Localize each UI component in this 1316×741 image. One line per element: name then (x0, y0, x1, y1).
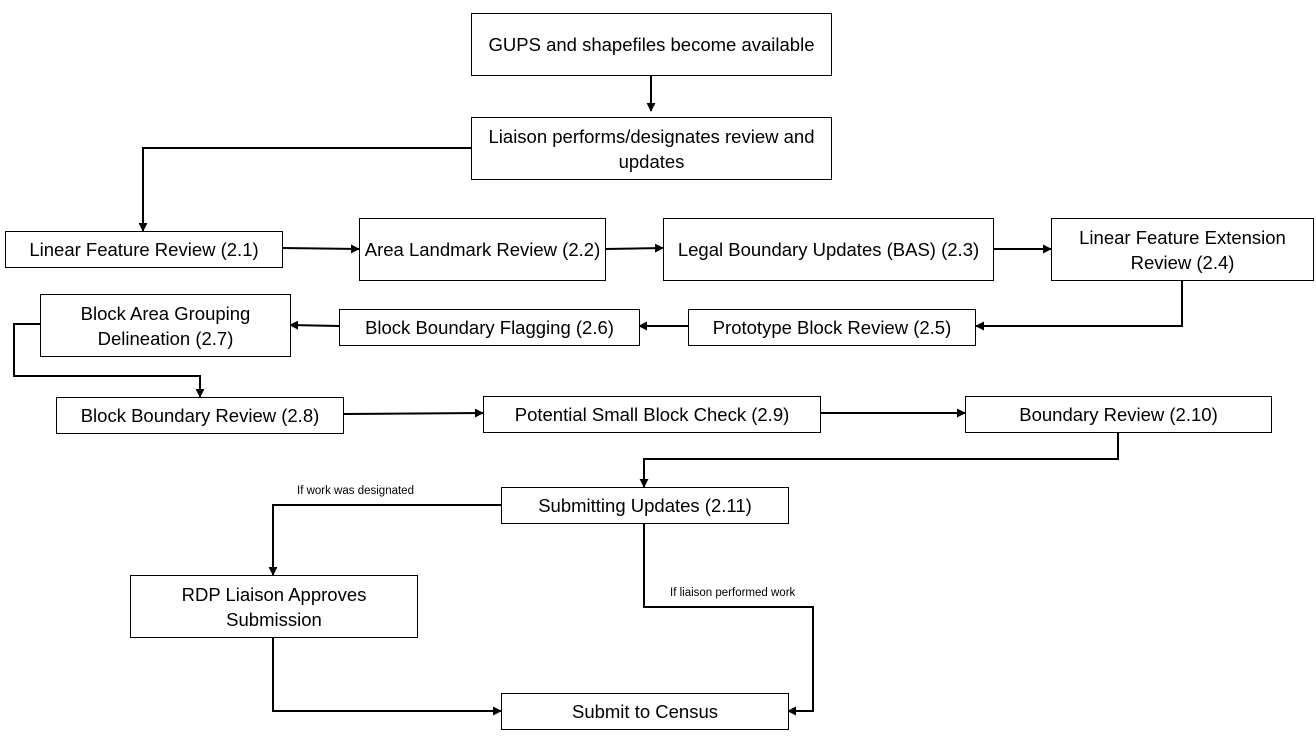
node-block-boundary-review: Block Boundary Review (2.8) (56, 397, 344, 434)
node-prototype-block-review: Prototype Block Review (2.5) (688, 309, 976, 346)
edge-2-11-to-rdp (268, 504, 501, 576)
node-submit-to-census: Submit to Census (501, 693, 789, 730)
edge-2-2-to-2-3 (604, 243, 664, 253)
node-linear-feature-review: Linear Feature Review (2.1) (5, 231, 283, 268)
node-legal-boundary-updates: Legal Boundary Updates (BAS) (2.3) (663, 218, 994, 281)
node-area-landmark-review: Area Landmark Review (2.2) (359, 218, 606, 281)
edge-2-11-to-census (643, 523, 814, 716)
edge-2-4-to-2-5 (975, 280, 1183, 331)
edge-2-7-to-2-8 (13, 323, 205, 398)
edge-2-1-to-2-2 (281, 244, 360, 254)
node-submitting-updates: Submitting Updates (2.11) (501, 487, 789, 524)
node-gups-available: GUPS and shapefiles become available (471, 13, 832, 76)
node-linear-feature-extension-review: Linear Feature Extension Review (2.4) (1051, 218, 1314, 281)
edge-2-10-to-2-11 (639, 432, 1119, 488)
node-potential-small-block-check: Potential Small Block Check (2.9) (483, 396, 821, 433)
edge-rdp-to-census (272, 637, 502, 716)
node-liaison-review: Liaison performs/designates review and u… (471, 117, 832, 180)
edge-2-8-to-2-9 (342, 408, 484, 418)
node-block-area-grouping-delineation: Block Area Grouping Delineation (2.7) (40, 294, 291, 357)
edge-liaison-to-2-1 (138, 147, 471, 232)
node-boundary-review: Boundary Review (2.10) (965, 396, 1272, 433)
node-block-boundary-flagging: Block Boundary Flagging (2.6) (339, 309, 640, 346)
edge-label-liaison-performed: If liaison performed work (670, 587, 796, 599)
node-rdp-liaison-approves: RDP Liaison Approves Submission (130, 575, 418, 638)
edge-label-work-designated: If work was designated (297, 485, 414, 497)
edge-2-6-to-2-7 (289, 320, 340, 330)
